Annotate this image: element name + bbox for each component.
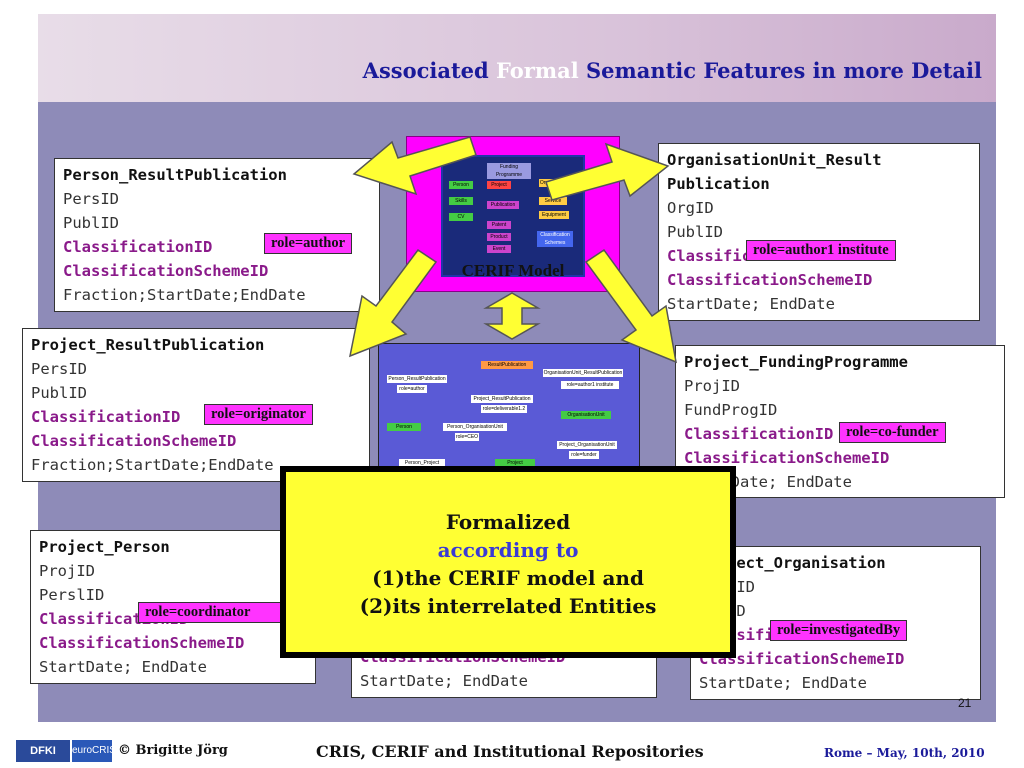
mini-entity: Project <box>487 181 511 189</box>
arrow-to-project-result <box>348 248 438 358</box>
box-line: PublID <box>667 223 723 241</box>
box-classification-scheme: ClassificationSchemeID <box>63 262 269 280</box>
instance-diagram: ResultPublication Person_ResultPublicati… <box>378 343 640 470</box>
slide-header: Associated Formal Semantic Features in m… <box>38 14 996 102</box>
role-tag-originator: role=originator <box>204 404 313 425</box>
diagram-node: ResultPublication <box>481 361 533 369</box>
box-line: StartDate; EndDate <box>699 674 867 692</box>
box-classification-scheme: ClassificationSchemeID <box>31 432 237 450</box>
box-header: Publication <box>667 175 770 193</box>
double-arrow-vertical <box>483 292 541 340</box>
box-classification-scheme: ClassificationSchemeID <box>667 271 873 289</box>
footer-title: CRIS, CERIF and Institutional Repositori… <box>316 742 704 761</box>
diagram-node: Project_OrganisationUnit <box>557 441 617 449</box>
box-line: FundProgID <box>684 401 778 419</box>
role-tag-investigatedby: role=investigatedBy <box>770 620 908 641</box>
mini-entity: Publication <box>487 201 519 209</box>
box-header: Project_ResultPublication <box>31 336 265 354</box>
diagram-role: role=deliverable1.2 <box>481 405 527 413</box>
box-line: ProjID <box>39 562 95 580</box>
diagram-role: role=author <box>397 385 427 393</box>
title-part1: Associated <box>362 58 497 83</box>
box-classification-id: ClassificationID <box>31 408 181 426</box>
mini-entity: Classification Schemes <box>537 231 573 247</box>
box-header: OrganisationUnit_Result <box>667 151 882 169</box>
box-line: PersID <box>31 360 87 378</box>
cerif-model-thumbnail: Funding Programme Person Project Organis… <box>441 155 585 277</box>
box-header: Project_Organisation <box>699 554 886 572</box>
diagram-role: role=CEO <box>455 433 479 441</box>
box-line: StartDate; EndDate <box>667 295 835 313</box>
title-part3: Semantic Features in more Detail <box>578 58 982 83</box>
role-tag-author: role=author <box>264 233 353 254</box>
mini-entity: CV <box>449 213 473 221</box>
box-header: Project_FundingProgramme <box>684 353 908 371</box>
footer-copyright: © Brigitte Jörg <box>118 743 228 758</box>
box-orgunit-resultpublication: OrganisationUnit_Result Publication OrgI… <box>658 143 980 321</box>
box-line: OrgID <box>667 199 714 217</box>
diagram-role: role=funder <box>569 451 599 459</box>
box-line: PersID <box>63 190 119 208</box>
title-highlight: Formal <box>496 58 579 83</box>
mini-entity: Person <box>449 181 473 189</box>
box-line: PublID <box>31 384 87 402</box>
dfki-logo: DFKI <box>16 740 70 762</box>
arrow-to-person-result <box>352 136 477 196</box>
box-classification-id: ClassificationID <box>63 238 213 256</box>
eurocris-logo: euroCRIS <box>72 740 116 762</box>
box-line: ProjID <box>684 377 740 395</box>
mini-entity: Service <box>539 197 567 205</box>
mini-entity: Event <box>487 245 511 253</box>
mini-entity: Product <box>487 233 511 241</box>
cerif-model-label: CERIF Model <box>461 261 565 280</box>
box-line: StartDate; EndDate <box>360 672 528 690</box>
box-line: PerslID <box>39 586 105 604</box>
diagram-node: OrganisationUnit_ResultPublication <box>543 369 623 377</box>
diagram-node: Person_ResultPublication <box>387 375 447 383</box>
box-line: StartDate; EndDate <box>39 658 207 676</box>
diagram-node: Person_OrganisationUnit <box>443 423 507 431</box>
box-header: Project_Person <box>39 538 170 556</box>
role-tag-co-funder: role=co-funder <box>839 422 946 443</box>
box-classification-scheme: ClassificationSchemeID <box>699 650 905 668</box>
diagram-node: Project <box>495 459 535 467</box>
formalized-line1: Formalized <box>445 510 571 534</box>
formalized-line4: (2)its interrelated Entities <box>359 594 657 618</box>
page-number: 21 <box>958 696 972 710</box>
diagram-node: Person <box>387 423 421 431</box>
diagram-node: Person_Project <box>399 459 445 467</box>
diagram-node: Project_ResultPublication <box>471 395 533 403</box>
diagram-node: OrganisationUnit <box>561 411 611 419</box>
arrow-to-project-funding <box>584 248 677 364</box>
mini-entity: Equipment <box>539 211 569 219</box>
box-header: Person_ResultPublication <box>63 166 287 184</box>
mini-entity: Patent <box>487 221 511 229</box>
box-classification-id: ClassificationID <box>684 425 834 443</box>
mini-entity: Skills <box>449 197 473 205</box>
formalized-callout: Formalized according to (1)the CERIF mod… <box>280 466 736 658</box>
arrow-to-orgunit-result <box>545 142 670 201</box>
slide-title: Associated Formal Semantic Features in m… <box>363 58 982 83</box>
footer-date: Rome – May, 10th, 2010 <box>824 746 985 760</box>
diagram-role: role=author1 institute <box>561 381 619 389</box>
box-classification-scheme: ClassificationSchemeID <box>39 634 245 652</box>
box-classification-scheme: ClassificationSchemeID <box>684 449 890 467</box>
formalized-line3: (1)the CERIF model and <box>372 566 644 590</box>
role-tag-author1-institute: role=author1 institute <box>746 240 896 261</box>
mini-entity: Funding Programme <box>487 163 531 179</box>
box-line: PublID <box>63 214 119 232</box>
box-line: Fraction;StartDate;EndDate <box>63 286 306 304</box>
formalized-line2: according to <box>437 538 579 562</box>
box-line: Fraction;StartDate;EndDate <box>31 456 274 474</box>
role-tag-coordinator: role=coordinator <box>138 602 286 623</box>
